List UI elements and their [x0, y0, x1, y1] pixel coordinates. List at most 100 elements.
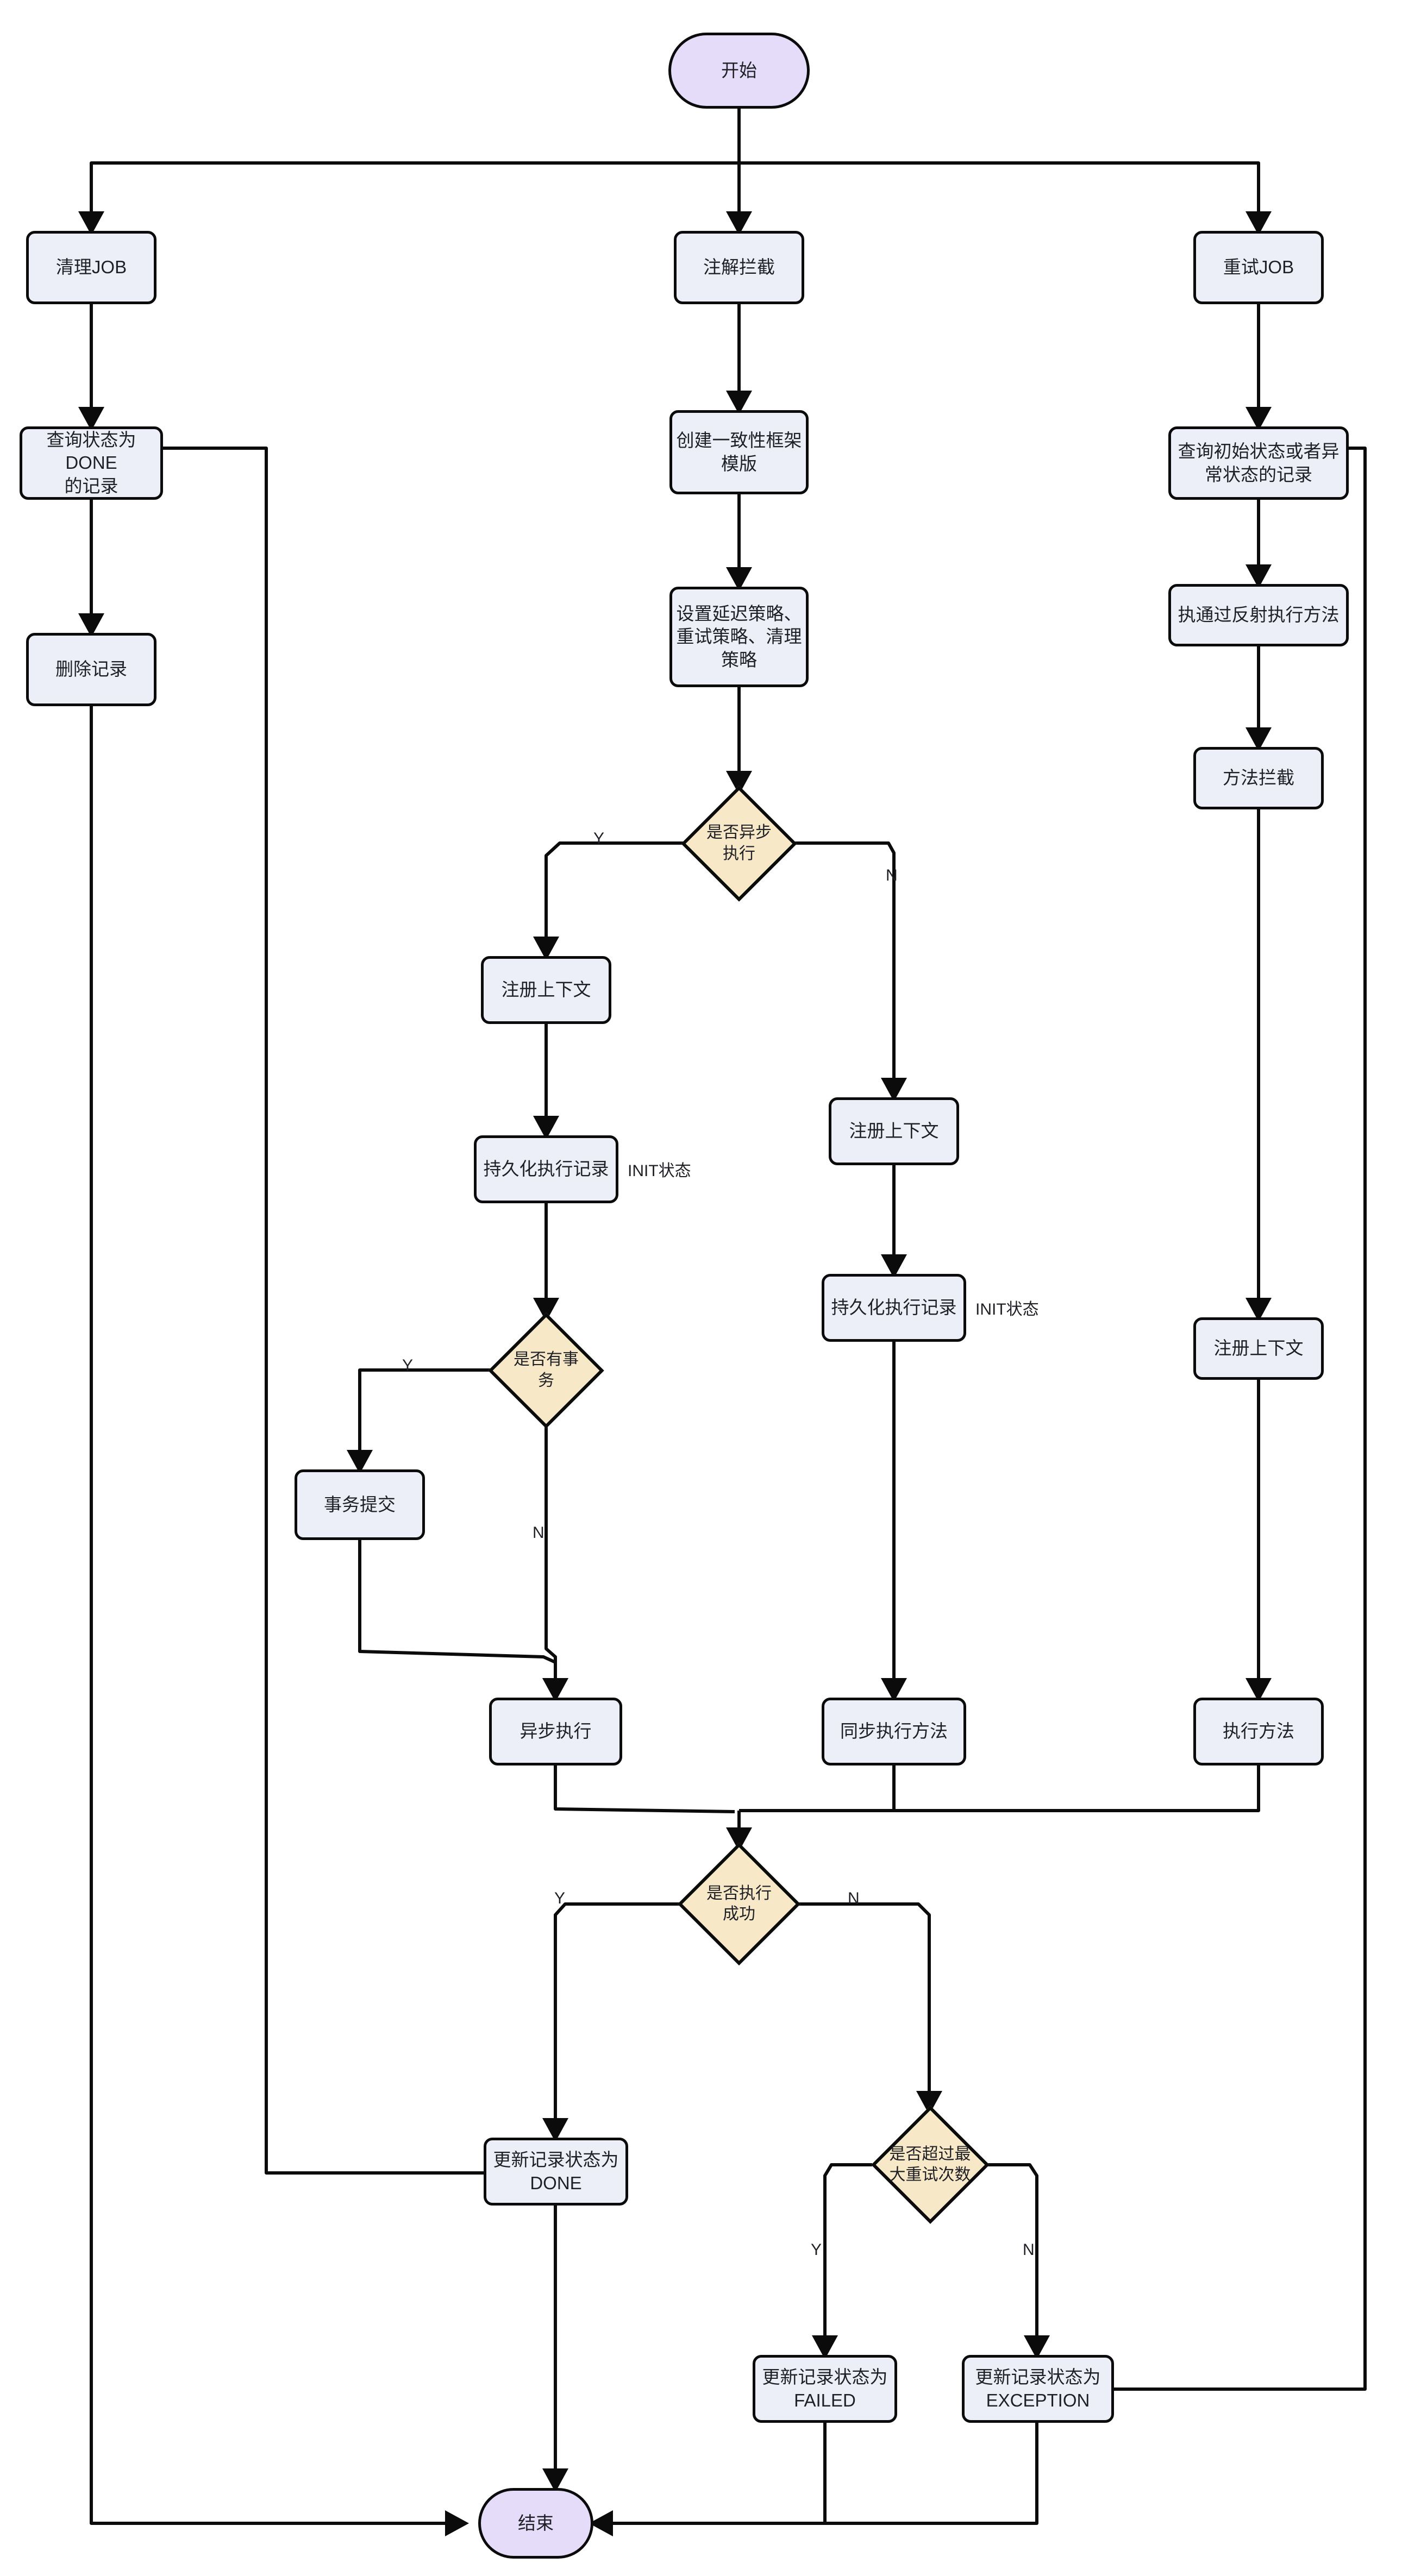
edge-async-yes [533, 841, 685, 960]
annotation-init-state-async: INIT状态 [628, 1162, 691, 1180]
node-register-context-sync-label: 注册上下文 [849, 1121, 939, 1141]
edge-exception-to-queryinit-feedback [1098, 435, 1367, 2391]
edge-maxretry-no [988, 2163, 1050, 2359]
node-update-status-done-line1: 更新记录状态为 [493, 2150, 619, 2170]
node-decision-is-async-line2: 执行 [723, 844, 755, 863]
node-async-execute[interactable]: 异步执行 [489, 1698, 622, 1765]
node-create-consistency-template[interactable]: 创建一致性框架 模版 [669, 410, 809, 494]
node-query-init-or-exception-records-line2: 常状态的记录 [1205, 464, 1312, 485]
node-decision-exceed-max-retry-text: 是否超过最 大重试次数 [872, 2144, 988, 2186]
node-persist-record-sync-label: 持久化执行记录 [831, 1297, 957, 1318]
node-decision-has-transaction-line2: 务 [538, 1371, 554, 1390]
node-decision-is-async-line1: 是否异步 [706, 824, 772, 842]
node-query-done-records-line2: 的记录 [64, 475, 118, 496]
edge-label-success-no: N [848, 1889, 860, 1907]
node-persist-record-async[interactable]: 持久化执行记录 [474, 1135, 618, 1203]
node-delete-record-label: 删除记录 [55, 659, 127, 680]
node-set-policies[interactable]: 设置延迟策略、 重试策略、清理 策略 [669, 587, 809, 687]
node-update-status-failed[interactable]: 更新记录状态为 FAILED [753, 2355, 897, 2423]
edge-success-yes [542, 1902, 685, 2142]
node-decision-execute-success-text: 是否执行 成功 [685, 1883, 793, 1925]
node-query-done-records-line1: 查询状态为DONE [46, 430, 136, 473]
node-register-context-async[interactable]: 注册上下文 [481, 956, 611, 1024]
edge-start-to-retry-job [739, 161, 1272, 235]
node-sync-execute-method-label: 同步执行方法 [840, 1721, 948, 1742]
node-decision-execute-success-line1: 是否执行 [706, 1884, 772, 1902]
edge-txcommit-to-asyncexec [358, 1540, 568, 1702]
edge-tx-no [542, 1423, 568, 1702]
node-start[interactable]: 开始 [668, 33, 810, 109]
edge-delete-to-end [90, 706, 469, 2536]
node-persist-record-sync[interactable]: 持久化执行记录 [822, 1274, 966, 1342]
node-update-status-failed-line2: FAILED [794, 2390, 856, 2410]
node-clean-job-label: 清理JOB [55, 257, 127, 278]
edge-maxretry-yes [812, 2163, 872, 2359]
node-update-status-done-line2: DONE [530, 2172, 582, 2193]
node-execute-method-label: 执行方法 [1223, 1721, 1294, 1742]
node-set-policies-line2: 重试策略、清理 [676, 626, 802, 647]
edge-failed-to-end [589, 2423, 827, 2536]
edge-done-to-querydone-feedback [132, 435, 484, 2175]
node-decision-has-transaction[interactable]: 是否有事 务 [488, 1312, 604, 1429]
node-persist-record-async-label: 持久化执行记录 [483, 1159, 609, 1179]
node-clean-job[interactable]: 清理JOB [26, 231, 157, 304]
edge-asyncexec-merge [554, 1765, 735, 1813]
node-decision-has-transaction-line1: 是否有事 [514, 1350, 579, 1369]
node-annotation-intercept-label: 注解拦截 [703, 257, 775, 278]
node-retry-job-label: 重试JOB [1223, 257, 1294, 278]
node-async-execute-label: 异步执行 [520, 1721, 592, 1742]
edge-label-tx-no: N [533, 1524, 544, 1542]
node-annotation-intercept[interactable]: 注解拦截 [674, 231, 804, 304]
node-end[interactable]: 结束 [478, 2488, 593, 2559]
node-update-status-exception-line1: 更新记录状态为 [975, 2367, 1101, 2387]
node-register-context-retry[interactable]: 注册上下文 [1193, 1317, 1324, 1380]
node-set-policies-line3: 策略 [721, 649, 757, 670]
node-decision-exceed-max-retry-line1: 是否超过最 [889, 2145, 971, 2163]
annotation-init-state-sync: INIT状态 [975, 1300, 1039, 1318]
node-execute-method[interactable]: 执行方法 [1193, 1698, 1324, 1765]
node-update-status-done[interactable]: 更新记录状态为 DONE [484, 2138, 628, 2206]
edge-start-to-clean-job [78, 109, 741, 235]
node-query-done-records[interactable]: 查询状态为DONE 的记录 [20, 426, 163, 500]
edge-label-async-no: N [886, 866, 898, 884]
node-start-label: 开始 [721, 60, 757, 80]
node-method-intercept[interactable]: 方法拦截 [1193, 747, 1324, 809]
node-method-intercept-label: 方法拦截 [1223, 768, 1294, 788]
node-reflect-invoke-method-label: 执通过反射执行方法 [1178, 605, 1340, 625]
node-decision-is-async[interactable]: 是否异步 执行 [681, 785, 797, 902]
node-set-policies-line1: 设置延迟策略、 [676, 604, 802, 624]
node-decision-exceed-max-retry-line2: 大重试次数 [889, 2166, 971, 2184]
edge-label-maxretry-no: N [1023, 2241, 1035, 2259]
node-decision-is-async-text: 是否异步 执行 [685, 822, 793, 864]
node-update-status-failed-line1: 更新记录状态为 [762, 2367, 888, 2387]
node-query-init-or-exception-records[interactable]: 查询初始状态或者异 常状态的记录 [1168, 426, 1349, 500]
node-decision-exceed-max-retry[interactable]: 是否超过最 大重试次数 [871, 2106, 990, 2224]
node-update-status-exception[interactable]: 更新记录状态为 EXCEPTION [962, 2355, 1114, 2423]
edge-success-no [793, 1902, 942, 2115]
node-delete-record[interactable]: 删除记录 [26, 633, 157, 706]
edge-execmethod-merge [739, 1765, 1260, 1812]
node-retry-job[interactable]: 重试JOB [1193, 231, 1324, 304]
edge-label-async-yes: Y [593, 830, 605, 847]
node-decision-has-transaction-text: 是否有事 务 [492, 1349, 600, 1391]
node-decision-execute-success-line2: 成功 [723, 1905, 755, 1923]
node-end-label: 结束 [518, 2512, 554, 2533]
node-create-consistency-template-line1: 创建一致性框架 [676, 430, 802, 451]
node-query-init-or-exception-records-line1: 查询初始状态或者异 [1178, 441, 1340, 462]
edge-exception-to-end [589, 2423, 1038, 2536]
edge-tx-yes [347, 1368, 492, 1474]
edge-label-tx-yes: Y [402, 1356, 414, 1374]
node-register-context-async-label: 注册上下文 [501, 979, 591, 1000]
node-reflect-invoke-method[interactable]: 执通过反射执行方法 [1168, 584, 1349, 646]
edge-label-maxretry-yes: Y [811, 2241, 822, 2259]
node-transaction-commit-label: 事务提交 [324, 1494, 396, 1515]
node-update-status-exception-line2: EXCEPTION [986, 2390, 1090, 2410]
edge-label-success-yes: Y [554, 1889, 566, 1907]
node-sync-execute-method[interactable]: 同步执行方法 [822, 1698, 966, 1765]
node-register-context-retry-label: 注册上下文 [1213, 1338, 1304, 1359]
node-register-context-sync[interactable]: 注册上下文 [829, 1097, 959, 1165]
node-transaction-commit[interactable]: 事务提交 [295, 1469, 425, 1540]
node-decision-execute-success[interactable]: 是否执行 成功 [677, 1842, 801, 1966]
node-create-consistency-template-line2: 模版 [721, 453, 757, 474]
